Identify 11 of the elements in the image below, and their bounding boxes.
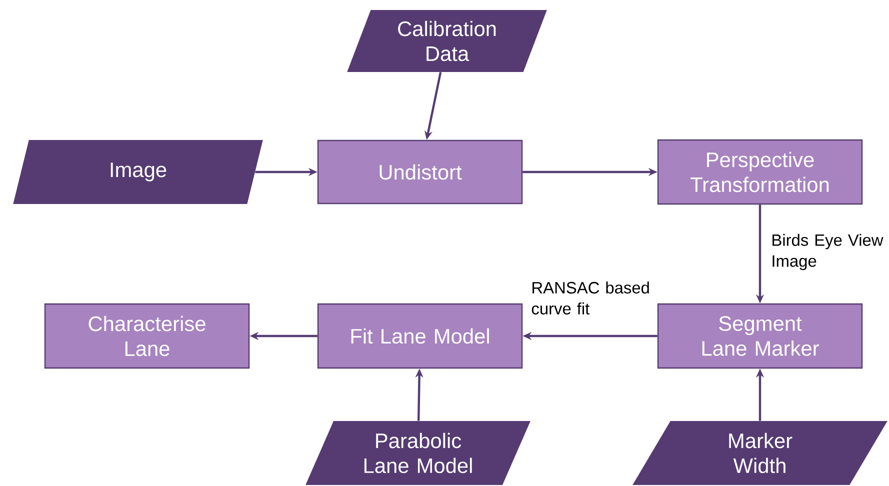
process-box: Fit Lane Model	[317, 303, 523, 369]
process-box: Segment Lane Marker	[657, 303, 863, 369]
data-parallelogram: Marker Width	[632, 421, 888, 485]
edge-label: RANSAC based curve fit	[532, 282, 649, 314]
edge-label: Birds Eye View Image	[772, 234, 884, 270]
data-parallelogram: Calibration Data	[347, 10, 547, 72]
data-parallelogram: Parabolic Lane Model	[306, 421, 530, 485]
process-box: Characterise Lane	[44, 303, 250, 369]
process-box: Perspective Transformation	[657, 139, 863, 205]
process-box: Undistort	[317, 140, 523, 204]
data-parallelogram: Image	[13, 140, 263, 204]
